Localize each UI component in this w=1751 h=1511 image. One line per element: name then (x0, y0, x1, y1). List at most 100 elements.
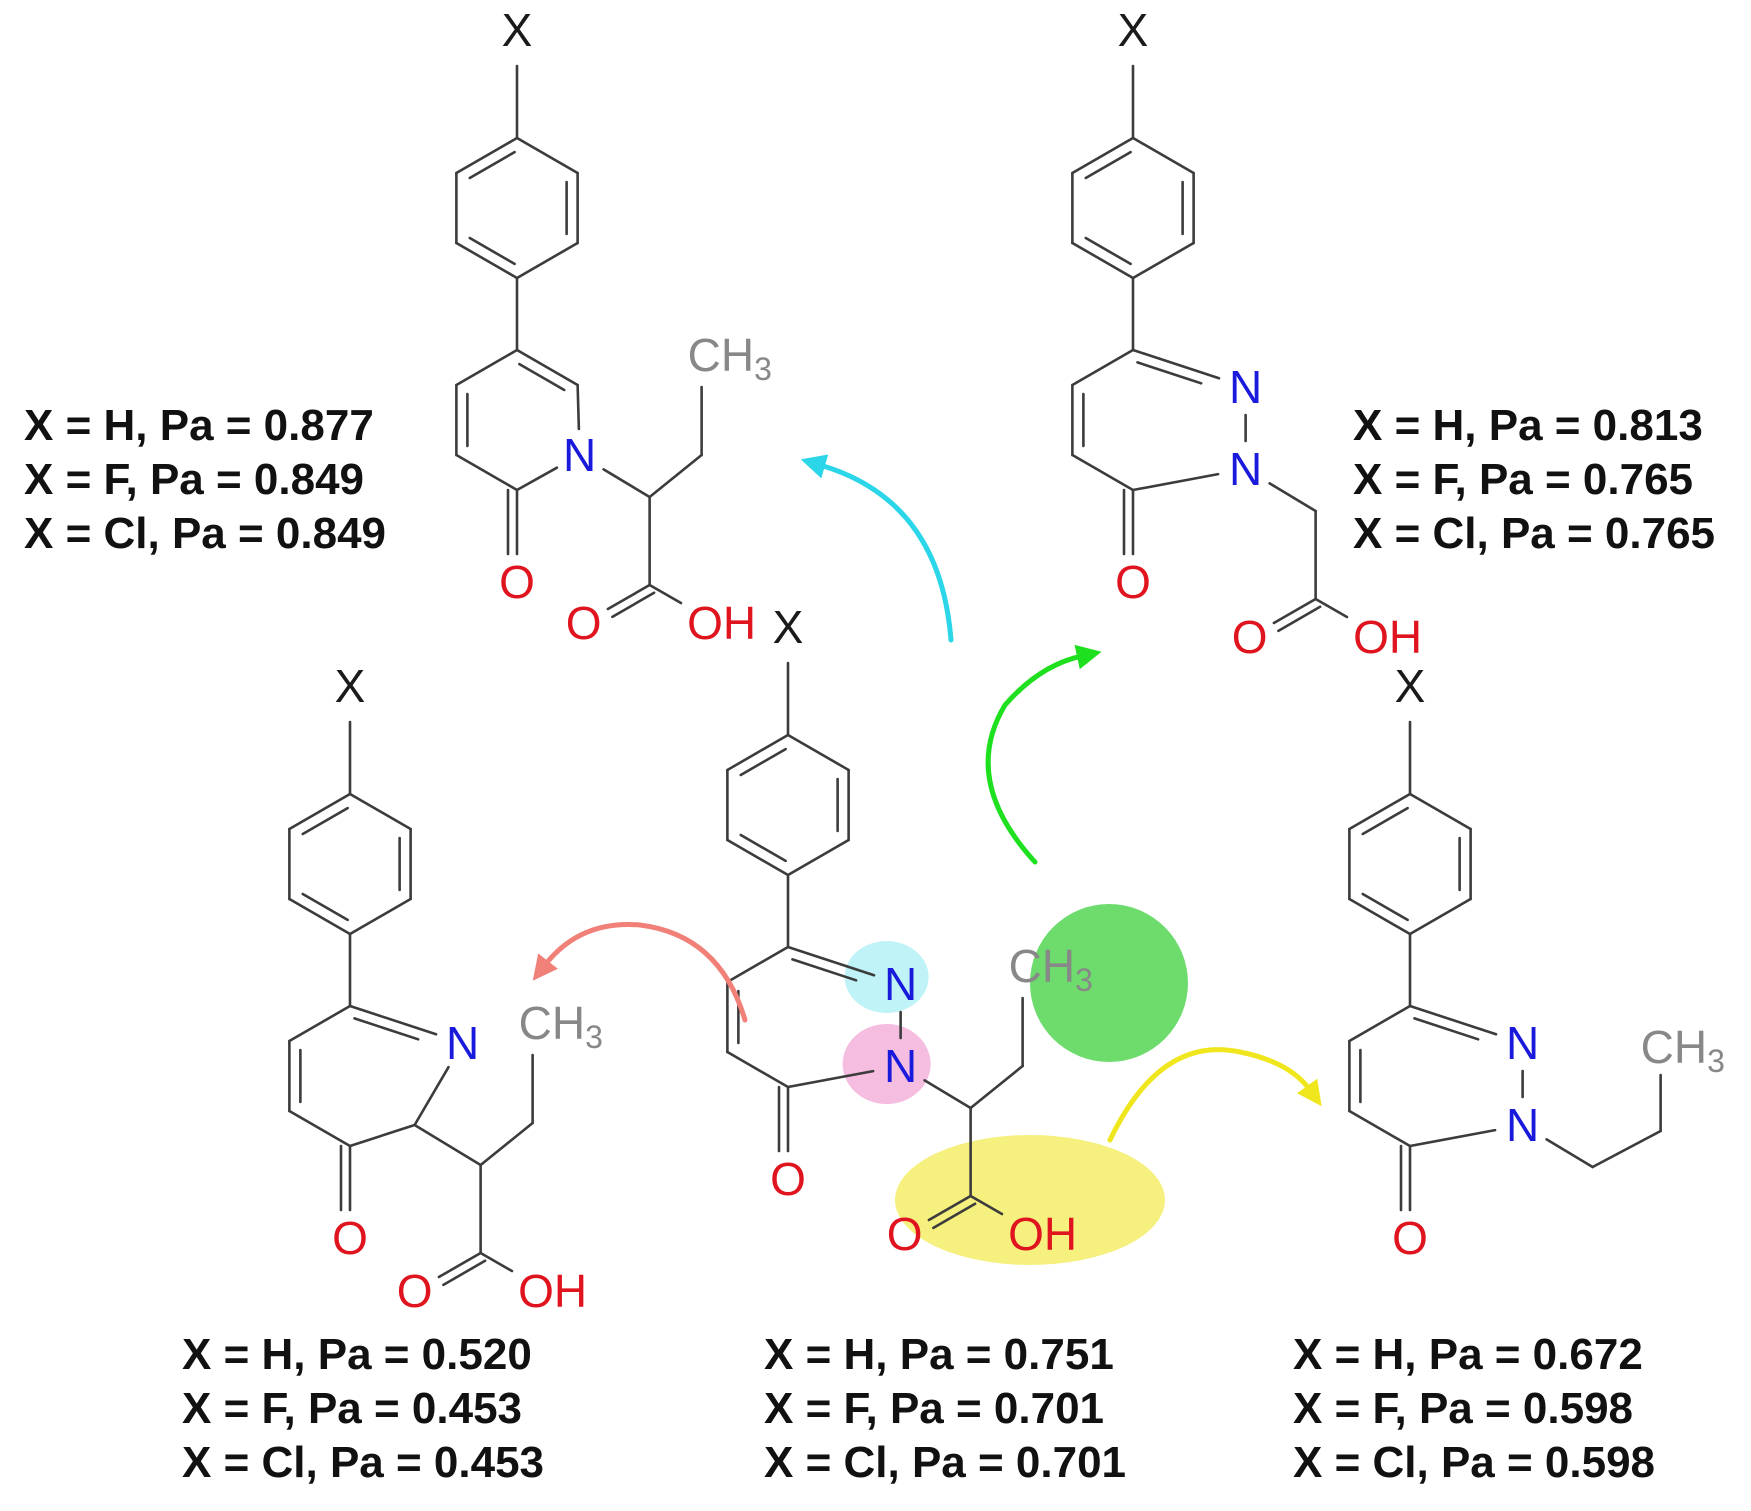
bottom-left-ring-bond (288, 1004, 352, 1043)
bottom-left-ring-bond (348, 1123, 416, 1148)
bottom-left-phenyl-bond (348, 897, 412, 936)
top-left-ethyl-bond (648, 453, 703, 499)
labels-bottom-right: X = H, Pa = 0.672 X = F, Pa = 0.598 X = … (1293, 1330, 1655, 1487)
center-x-atom: X (773, 601, 804, 653)
labels-bottom-left: X = H, Pa = 0.520 X = F, Pa = 0.453 X = … (182, 1330, 544, 1487)
bottom-right-n1-atom: N (1506, 1017, 1539, 1069)
top-right-ring-bond (1131, 348, 1221, 380)
bottom-right-ch3: CH3 (1641, 1021, 1725, 1079)
double-bond (468, 150, 516, 180)
bottom-left-phenyl-bond (288, 897, 352, 936)
double-bond (518, 362, 566, 392)
top-right-phenyl-bond (1071, 136, 1135, 175)
top-left-n-atom: N (563, 429, 596, 481)
highlight-carboxyl (895, 1135, 1165, 1265)
top-left-ch3: CH3 (688, 329, 772, 387)
bottom-right-ring-bond (1348, 1109, 1412, 1148)
pa-label-bottom-left-cl: X = Cl, Pa = 0.453 (182, 1438, 544, 1487)
center-c-oh-bond (969, 1194, 1004, 1216)
pa-label-top-left-cl: X = Cl, Pa = 0.849 (24, 509, 386, 558)
pa-label-bottom-right-f: X = F, Pa = 0.598 (1293, 1384, 1633, 1433)
top-left-phenyl-bond (515, 136, 579, 175)
bottom-left-ch3: CH3 (519, 997, 603, 1055)
top-left-ring-bond (515, 466, 559, 492)
bottom-right-x-atom: X (1395, 660, 1426, 712)
bottom-left-ring-bond (288, 1109, 352, 1148)
pa-label-bottom-right-h: X = H, Pa = 0.672 (1293, 1330, 1643, 1379)
highlight-regions (842, 904, 1188, 1265)
double-bond (739, 833, 787, 863)
top-right-ring-bond (1071, 348, 1135, 387)
center-ethyl-bond (969, 1064, 1024, 1110)
top-left-n-calpha-bond (602, 468, 651, 499)
labels-center: X = H, Pa = 0.751 X = F, Pa = 0.701 X = … (764, 1330, 1126, 1487)
bottom-right-phenyl-bond (1348, 792, 1412, 831)
subscript-3: 3 (1075, 962, 1093, 998)
pa-label-top-right-h: X = H, Pa = 0.813 (1353, 401, 1703, 450)
top-left-x-atom: X (502, 4, 533, 56)
double-bond (791, 958, 858, 982)
pa-label-center-h: X = H, Pa = 0.751 (764, 1330, 1114, 1379)
top-right-phenyl-bond (1131, 241, 1195, 280)
double-bond (468, 236, 516, 266)
double-bond (353, 1017, 420, 1041)
double-bond (1084, 150, 1132, 180)
double-bond (1136, 361, 1203, 385)
top-left-ring-bond (576, 383, 581, 431)
pa-label-center-f: X = F, Pa = 0.701 (764, 1384, 1104, 1433)
bottom-left-x-atom: X (335, 660, 366, 712)
center-n2-atom: N (884, 1040, 917, 1092)
center-ketone-o: O (770, 1153, 806, 1205)
center-phenyl-bond (786, 733, 850, 772)
arrow-green (985, 644, 1102, 865)
arrow-cyan (800, 454, 954, 643)
center-ring-bond (786, 945, 876, 977)
bottom-left-acid-o: O (397, 1265, 433, 1317)
arrow-layer (532, 454, 1322, 1143)
top-left-phenyl-bond (455, 136, 519, 175)
pa-label-top-left-h: X = H, Pa = 0.877 (24, 401, 374, 450)
top-right-c-oh-bond (1314, 597, 1349, 619)
top-right-ring-bond (1131, 472, 1220, 492)
top-left-ring-bond (515, 348, 579, 387)
top-right-x-atom: X (1118, 4, 1149, 56)
pa-label-top-right-cl: X = Cl, Pa = 0.765 (1353, 509, 1715, 558)
bottom-left-ring-bond (413, 1065, 450, 1127)
center-ring-bond (726, 945, 790, 984)
top-left-phenyl-bond (515, 241, 579, 280)
bottom-left-acid-oh: OH (518, 1265, 587, 1317)
center-c-o-bond (927, 1194, 972, 1222)
bottom-left-ketone-o: O (332, 1212, 368, 1264)
bottom-left-n-atom: N (446, 1017, 479, 1069)
top-right-ketone-o: O (1115, 556, 1151, 608)
pa-label-top-right-f: X = F, Pa = 0.765 (1353, 455, 1693, 504)
double-bond (301, 806, 349, 836)
subscript-3: 3 (585, 1019, 603, 1055)
pa-label-top-left-f: X = F, Pa = 0.849 (24, 455, 364, 504)
double-bond (1084, 236, 1132, 266)
double-bond (739, 747, 787, 777)
bottom-left-c-calpha-bond (413, 1123, 482, 1167)
center-acid-oh: OH (1008, 1208, 1077, 1260)
top-right-c-o-bond (1272, 597, 1317, 625)
center-ring-bond (786, 1069, 875, 1089)
bottom-right-ketone-o: O (1392, 1212, 1428, 1264)
arrow-yellow (1107, 1047, 1322, 1143)
center-n-calpha-bond (923, 1079, 972, 1110)
top-left-ketone-o: O (499, 556, 535, 608)
center-phenyl-bond (726, 733, 790, 772)
center-acid-o: O (887, 1208, 923, 1260)
top-left-ring-bond (455, 348, 519, 387)
top-right-phenyl-bond (1071, 241, 1135, 280)
bottom-right-n2-atom: N (1506, 1099, 1539, 1151)
bottom-left-ethyl-bond (479, 1121, 534, 1167)
bottom-right-molecule: X NN O CH3 (1348, 660, 1725, 1264)
center-c-o-double (932, 1202, 977, 1230)
bottom-right-phenyl-bond (1408, 792, 1472, 831)
subscript-3: 3 (754, 351, 772, 387)
top-left-c-o-bond (606, 583, 651, 611)
top-left-c-o-double (611, 591, 656, 619)
